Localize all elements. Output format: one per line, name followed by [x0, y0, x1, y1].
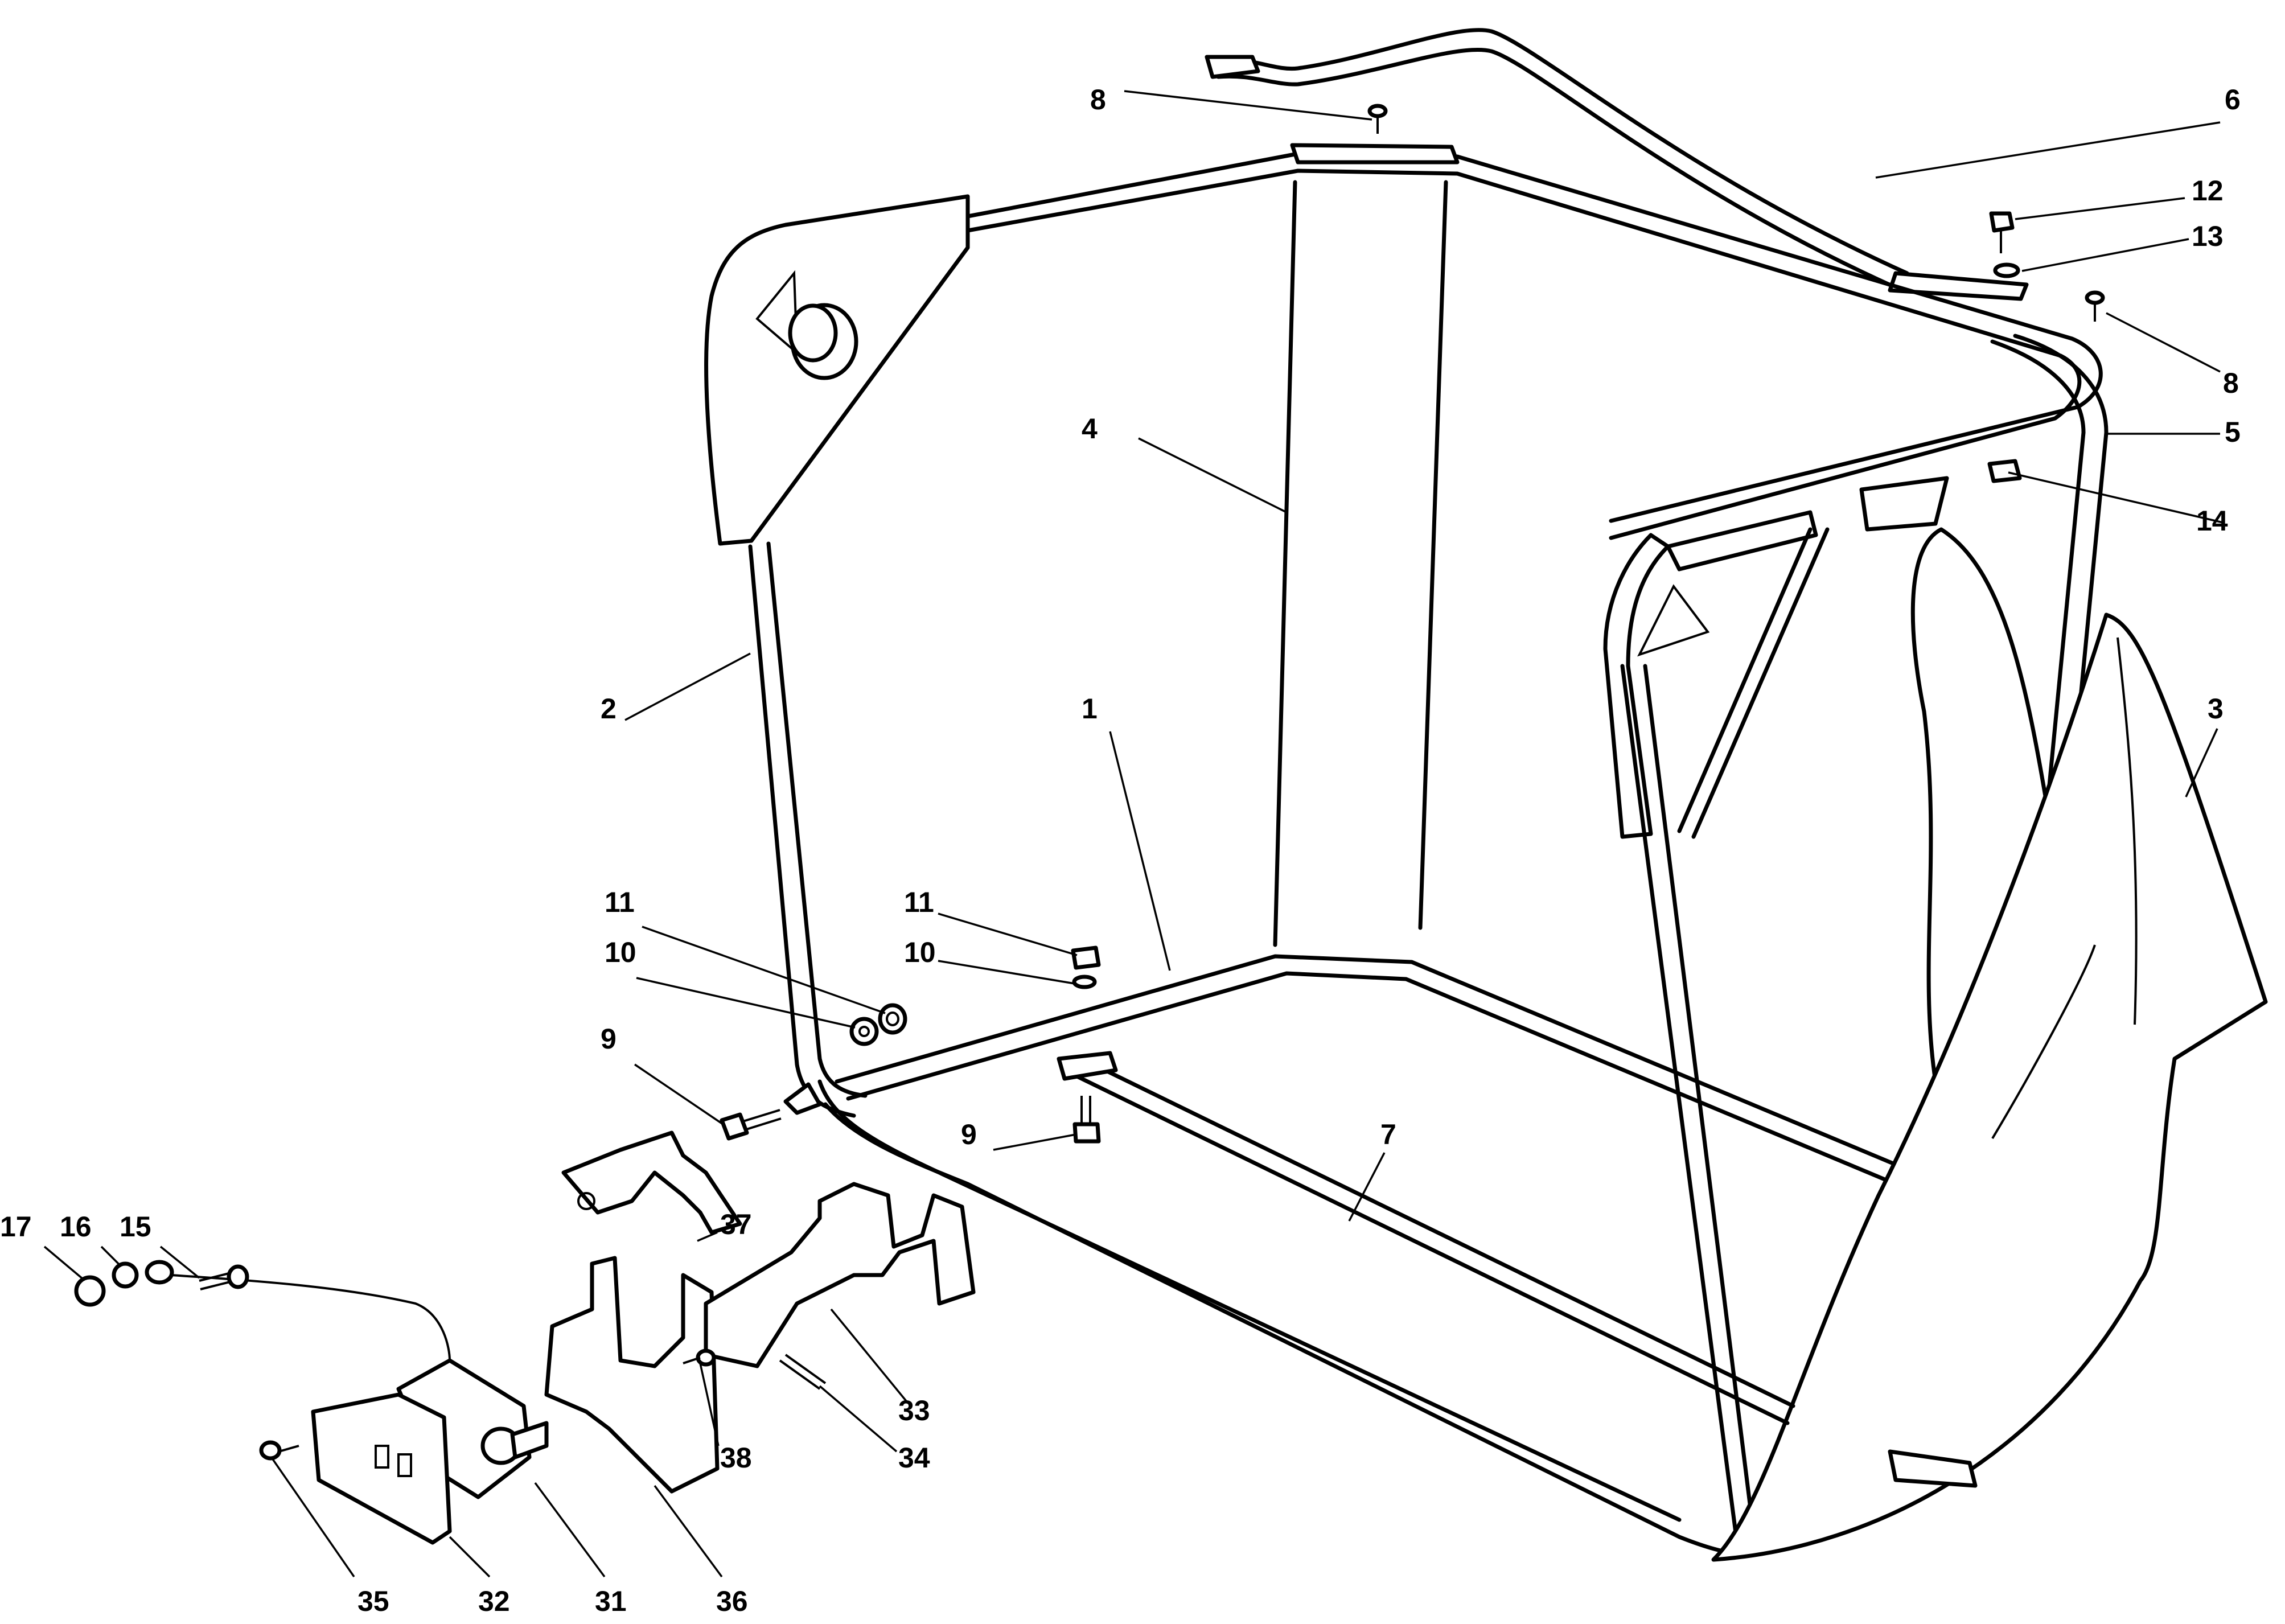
- callout-33: 33: [898, 1395, 930, 1426]
- bracket-tab-left: [783, 1082, 822, 1115]
- part-37-bracket: [561, 1130, 742, 1235]
- callout-2: 2: [601, 693, 617, 725]
- bolt-9-right: [1072, 1096, 1101, 1144]
- part-36-housing: [544, 1256, 720, 1494]
- callout-5: 5: [2225, 416, 2241, 448]
- part-33-lever: [704, 1182, 976, 1368]
- nut-11-left: [878, 1003, 907, 1035]
- callout-1: 1: [1082, 693, 1098, 725]
- washer-10-right: [1072, 975, 1097, 989]
- callout-37: 37: [720, 1208, 752, 1240]
- nut-11-right: [1071, 945, 1101, 970]
- callout-15: 15: [120, 1211, 151, 1243]
- nut-17: [74, 1275, 106, 1307]
- hardware-fasteners: [720, 104, 2105, 1144]
- part-3-grass-bag: [1711, 527, 2268, 1562]
- callout-11-right: 11: [904, 886, 934, 918]
- washer-16: [112, 1261, 139, 1289]
- callout-31: 31: [595, 1585, 627, 1617]
- callout-17: 17: [0, 1211, 32, 1243]
- callout-36: 36: [716, 1585, 748, 1617]
- callout-10-left: 10: [605, 936, 636, 968]
- part-32-cover: [311, 1392, 452, 1545]
- part-5-right-panel: [1603, 334, 2109, 1539]
- screw-35: [259, 1440, 299, 1461]
- callout-11-left: 11: [605, 886, 635, 918]
- callout-12: 12: [2192, 175, 2224, 207]
- bolt-12: [1989, 211, 2015, 253]
- callout-16: 16: [60, 1211, 92, 1243]
- callout-13: 13: [2192, 220, 2224, 252]
- washer-13: [1993, 262, 2020, 278]
- part-6-handle: [1205, 28, 2029, 301]
- callout-labels: 8 6 12 13 8 5 14 4 2 3 1 11 11 10 10 9 9…: [0, 84, 2241, 1617]
- callout-34: 34: [898, 1442, 930, 1474]
- bolt-9-left: [720, 1109, 782, 1141]
- callout-9-right: 9: [961, 1119, 977, 1150]
- callout-32: 32: [478, 1585, 510, 1617]
- callout-10-right: 10: [904, 936, 936, 968]
- callout-8-top: 8: [1090, 84, 1106, 116]
- bolt-15: [199, 1264, 249, 1290]
- callout-3: 3: [2208, 693, 2224, 725]
- callout-38: 38: [720, 1442, 752, 1474]
- latch-assembly: [74, 1130, 976, 1545]
- callout-35: 35: [357, 1585, 389, 1617]
- callout-4: 4: [1082, 413, 1098, 445]
- screw-8-right: [2085, 290, 2105, 322]
- nut-14: [1987, 459, 2022, 483]
- screw-8-top: [1367, 104, 1388, 134]
- part-2-left-panel: [704, 194, 970, 1118]
- callout-9-left: 9: [601, 1023, 617, 1055]
- callout-6: 6: [2225, 84, 2241, 116]
- screw-38: [683, 1348, 716, 1367]
- washer-10-left: [849, 1017, 879, 1046]
- leader-lines: [43, 90, 2224, 1578]
- callout-14: 14: [2196, 505, 2228, 537]
- part-7-crossbar: [1057, 1051, 1978, 1488]
- part-34-pin: [779, 1354, 827, 1390]
- callout-7: 7: [1380, 1119, 1396, 1150]
- callout-8-right: 8: [2223, 367, 2239, 399]
